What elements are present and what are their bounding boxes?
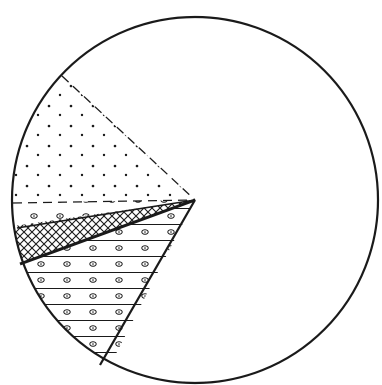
cross-section-diagram	[0, 0, 382, 385]
